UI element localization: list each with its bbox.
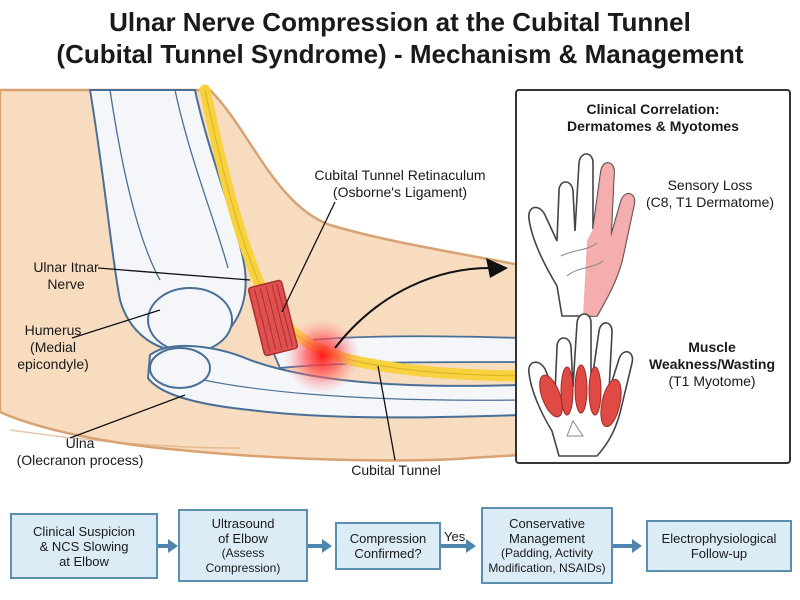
- label-retinaculum: Cubital Tunnel Retinaculum (Osborne's Li…: [300, 167, 500, 201]
- leader-cubital-tunnel: [377, 365, 396, 461]
- muscle-weakness-line2: Weakness/Wasting: [648, 356, 776, 372]
- flow-step2-line4: Compression): [205, 560, 281, 575]
- sensory-loss-line2: (C8, T1 Dermatome): [645, 194, 775, 210]
- flow-step-clinical-suspicion: Clinical Suspicion & NCS Slowing at Elbo…: [10, 513, 158, 579]
- panel-hands-illustration: [528, 153, 636, 457]
- panel-title-line1: Clinical Correlation:: [586, 101, 720, 117]
- flow-step-compression-confirmed: Compression Confirmed?: [335, 522, 441, 570]
- leader-ulna: [69, 394, 186, 439]
- title-line-2: (Cubital Tunnel Syndrome) - Mechanism & …: [56, 39, 744, 69]
- arrow-to-panel-head: [486, 258, 508, 278]
- flow-step1-line1: Clinical Suspicion: [33, 523, 135, 539]
- label-retinaculum-line2: (Osborne's Ligament): [332, 184, 468, 200]
- motor-hand-icon: [528, 313, 634, 457]
- flow-step5-line1: Electrophysiological: [661, 531, 777, 546]
- medial-epicondyle: [147, 287, 233, 353]
- flow-step1-line3: at Elbow: [59, 553, 109, 569]
- nerve-inflammation-hotspot: [284, 318, 360, 394]
- label-retinaculum-line1: Cubital Tunnel Retinaculum: [314, 167, 486, 183]
- flow-step4-line1: Conservative: [509, 515, 585, 531]
- label-cubital-tunnel-text: Cubital Tunnel: [351, 462, 441, 478]
- humerus-inner-line-2: [174, 89, 229, 269]
- flow-yes-label: Yes: [444, 529, 466, 544]
- ulnar-dermatome-shade: [583, 162, 635, 316]
- cubital-tunnel-retinaculum: [247, 279, 299, 357]
- muscle-weakness-label: Muscle Weakness/Wasting (T1 Myotome): [639, 339, 785, 390]
- sensory-loss-label: Sensory Loss (C8, T1 Dermatome): [635, 177, 785, 211]
- label-humerus-line3: epicondyle): [17, 356, 89, 372]
- flow-step-ultrasound: Ultrasound of Elbow (Assess Compression): [178, 509, 308, 582]
- flow-step1-line2: & NCS Slowing: [39, 538, 129, 554]
- flow-step3-line1: Compression: [349, 531, 427, 546]
- flow-step3-line2: Confirmed?: [354, 546, 422, 561]
- flow-step-conservative-management: Conservative Management (Padding, Activi…: [481, 507, 613, 584]
- diagram-title: Ulnar Nerve Compression at the Cubital T…: [0, 6, 800, 70]
- panel-title-line2: Dermatomes & Myotomes: [567, 118, 739, 134]
- label-ulnar-nerve-line2: Nerve: [47, 276, 85, 292]
- label-ulna-line2: (Olecranon process): [16, 452, 144, 468]
- label-ulnar-nerve: Ulnar Itnar Nerve: [18, 259, 114, 293]
- flow-step5-line2: Follow-up: [690, 546, 748, 561]
- flow-step4-line2: Management: [509, 530, 585, 546]
- flow-step2-line3: (Assess: [221, 545, 265, 560]
- muscle-weakness-line1: Muscle: [688, 339, 736, 355]
- leader-ulnar-nerve: [97, 267, 251, 281]
- sensory-hand-icon: [528, 153, 636, 317]
- olecranon: [149, 347, 211, 389]
- clinical-correlation-panel: Clinical Correlation: Dermatomes & Myoto…: [515, 89, 791, 464]
- flow-step4-line4: Modification, NSAIDs): [488, 560, 606, 575]
- flow-step4-line3: (Padding, Activity: [500, 545, 594, 560]
- leader-humerus: [71, 309, 161, 339]
- flow-step2-line2: of Elbow: [218, 530, 268, 546]
- flow-step2-line1: Ultrasound: [211, 515, 275, 531]
- label-ulna: Ulna (Olecranon process): [5, 435, 155, 469]
- leader-retinaculum: [281, 201, 336, 313]
- arrow-to-panel: [334, 267, 491, 349]
- sensory-loss-line1: Sensory Loss: [667, 177, 753, 193]
- flow-step-electrophysiological-follow-up: Electrophysiological Follow-up: [646, 520, 792, 572]
- arm-inner-line: [9, 429, 241, 449]
- label-humerus-line1: Humerus: [24, 322, 82, 338]
- label-ulna-line1: Ulna: [65, 435, 95, 451]
- humerus-inner-line: [109, 89, 161, 281]
- title-line-1: Ulnar Nerve Compression at the Cubital T…: [109, 7, 691, 37]
- label-cubital-tunnel: Cubital Tunnel: [336, 462, 456, 479]
- label-humerus-line2: (Medial: [30, 339, 76, 355]
- muscle-weakness-line3: (T1 Myotome): [668, 373, 756, 389]
- panel-title: Clinical Correlation: Dermatomes & Myoto…: [517, 101, 789, 135]
- label-ulnar-nerve-line1: Ulnar Itnar: [33, 259, 99, 275]
- label-humerus: Humerus (Medial epicondyle): [5, 322, 101, 373]
